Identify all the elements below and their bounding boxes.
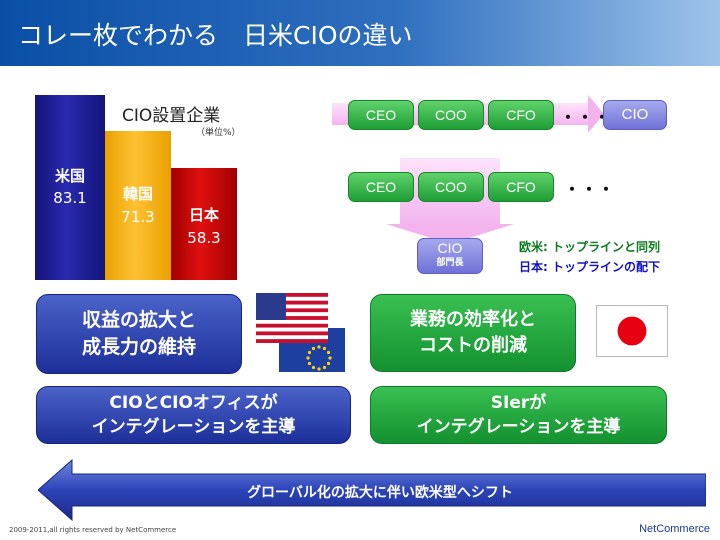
bar-us-value: 83.1 [53,189,87,207]
jp-lead-line-2: インテグレーションを主導 [416,417,621,437]
row2-cio-label: CIO [437,240,463,256]
jp-goal-line-1: 業務の効率化と [410,309,536,330]
us-lead-line-2: インテグレーションを主導 [91,417,296,437]
row2-ceo-box: CEO [348,172,414,202]
shift-arrow-label: グローバル化の拡大に伴い欧米型へシフト [247,485,513,501]
brand-logo-text: NetCommerce [639,523,710,535]
row1-ceo-box: CEO [348,100,414,130]
row2-cio-box: CIO 部門長 [417,238,483,274]
row1-cio-box: CIO [603,100,667,130]
chart-unit-note: （単位%） [196,128,241,138]
row1-dots: ・・・ [560,108,612,127]
shift-arrow [38,458,706,522]
slide-title: コレー枚でわかる 日米CIOの違い [18,21,413,50]
bar-korea: 韓国 71.3 [105,131,171,280]
row1-coo-box: COO [418,100,484,130]
row2-cfo-box: CFO [488,172,554,202]
legend-europe-us: 欧米: トップラインと同列 [519,240,660,254]
row2-dots: ・・・ [564,180,616,199]
row2-cio-sublabel: 部門長 [436,258,464,268]
jp-lead-line-1: SIerが [490,393,547,413]
bar-korea-category: 韓国 [122,185,153,203]
jp-lead-box: SIerが インテグレーションを主導 [370,386,667,444]
bar-japan: 日本 58.3 [171,168,237,280]
bar-us: 米国 83.1 [35,95,105,280]
us-lead-box: CIOとCIOオフィスが インテグレーションを主導 [36,386,351,444]
us-goal-line-2: 成長力の維持 [81,336,196,358]
title-bar: コレー枚でわかる 日米CIOの違い [0,0,720,66]
bar-korea-value: 71.3 [121,208,155,226]
jp-goal-box: 業務の効率化と コストの削減 [370,294,576,372]
legend-japan: 日本: トップラインの配下 [519,260,660,274]
japan-flag [596,305,668,357]
copyright-text: 2009-2011,all rights reserved by NetComm… [9,526,177,534]
row2-coo-box: COO [418,172,484,202]
row2-arrow-head [386,224,514,244]
us-flag [256,293,328,343]
us-goal-line-1: 収益の拡大と [81,309,196,331]
row1-arrow-head [588,95,604,133]
bar-us-category: 米国 [54,167,85,185]
bar-japan-value: 58.3 [187,229,221,247]
bar-japan-category: 日本 [188,206,219,224]
us-goal-box: 収益の拡大と 成長力の維持 [36,294,242,374]
chart-title: CIO設置企業 [122,106,221,126]
us-lead-line-1: CIOとCIOオフィスが [109,393,278,413]
row1-cfo-box: CFO [488,100,554,130]
jp-goal-line-2: コストの削減 [419,335,527,356]
